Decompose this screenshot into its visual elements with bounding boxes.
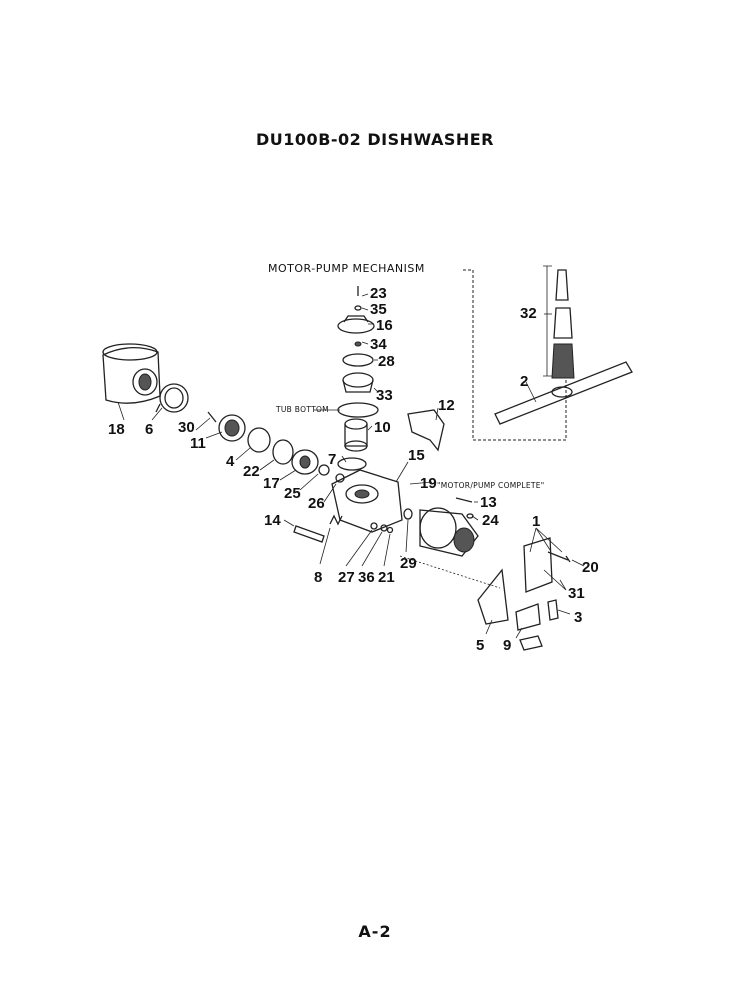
part-number: 3 bbox=[574, 609, 582, 626]
part-29-seal bbox=[403, 508, 413, 520]
part-24-clip bbox=[466, 513, 474, 519]
part-5-mount bbox=[477, 568, 509, 625]
part-number: 35 bbox=[370, 301, 387, 318]
part-number: 16 bbox=[376, 317, 393, 334]
part-28-gasket bbox=[342, 353, 374, 367]
part-number: 12 bbox=[438, 397, 455, 414]
part-number: 21 bbox=[378, 569, 395, 586]
page-title: DU100B-02 DISHWASHER bbox=[256, 130, 494, 149]
part-16-spray-hub bbox=[337, 315, 375, 334]
part-35-washer bbox=[354, 305, 362, 311]
part-9-bracket bbox=[515, 603, 541, 631]
part-number: 14 bbox=[264, 512, 281, 529]
part-20-screw bbox=[565, 555, 571, 563]
part-number: 25 bbox=[284, 485, 301, 502]
part-7-clamp bbox=[337, 457, 367, 471]
part-14-hose bbox=[293, 525, 325, 543]
part-number: 30 bbox=[178, 419, 195, 436]
part-number: 33 bbox=[376, 387, 393, 404]
part-number: 29 bbox=[400, 555, 417, 572]
part-8-clip bbox=[329, 514, 343, 526]
part-number: 8 bbox=[314, 569, 322, 586]
part-number: 27 bbox=[338, 569, 355, 586]
part-number: 6 bbox=[145, 421, 153, 438]
part-2-spray-arm bbox=[494, 361, 633, 425]
part-number: 36 bbox=[358, 569, 375, 586]
part-number: 34 bbox=[370, 336, 387, 353]
motor-pump-complete-label: "MOTOR/PUMP COMPLETE" bbox=[437, 481, 545, 490]
part-11-impeller bbox=[218, 414, 246, 442]
part-number: 28 bbox=[378, 353, 395, 370]
part-27-washer bbox=[370, 522, 378, 530]
leader-lines bbox=[117, 293, 585, 639]
part-9-pad bbox=[519, 635, 543, 651]
part-25-ball bbox=[318, 464, 330, 476]
tub-bottom-label: TUB BOTTOM bbox=[275, 405, 329, 414]
part-21-nut bbox=[386, 526, 394, 534]
section-boundary bbox=[463, 269, 567, 441]
part-number: 2 bbox=[520, 373, 528, 390]
part-number: 26 bbox=[308, 495, 325, 512]
part-30-screw bbox=[207, 411, 217, 423]
part-number: 23 bbox=[370, 285, 387, 302]
part-32-bracket bbox=[543, 265, 552, 377]
page-number: A-2 bbox=[358, 922, 392, 941]
part-number: 31 bbox=[568, 585, 585, 602]
section-label: MOTOR-PUMP MECHANISM bbox=[268, 262, 425, 275]
part-18-inlet-housing bbox=[102, 343, 161, 404]
part-number: 7 bbox=[328, 451, 336, 468]
part-4-ring bbox=[247, 427, 271, 453]
part-3-clip bbox=[547, 599, 559, 621]
part-15-pump-housing bbox=[331, 469, 403, 533]
part-number: 15 bbox=[408, 447, 425, 464]
part-32-spray-tower bbox=[551, 269, 575, 379]
part-number: 10 bbox=[374, 419, 391, 436]
part-10-shaft-housing bbox=[344, 418, 368, 452]
part-number: 11 bbox=[190, 435, 206, 452]
part-33-collar bbox=[342, 372, 374, 393]
part-36-washer bbox=[380, 524, 388, 532]
part-number: 1 bbox=[532, 513, 540, 530]
part-number: 24 bbox=[482, 512, 499, 529]
part-13-lead bbox=[455, 497, 473, 503]
part-number: 18 bbox=[108, 421, 125, 438]
part-number: 20 bbox=[582, 559, 599, 576]
part-1-bracket bbox=[523, 537, 569, 593]
part-number: 22 bbox=[243, 463, 260, 480]
part-number: 19 bbox=[420, 475, 437, 492]
part-19-motor bbox=[419, 507, 479, 557]
part-22-seal bbox=[272, 439, 294, 465]
part-6-clamp bbox=[155, 383, 189, 413]
part-17-impeller bbox=[291, 449, 319, 475]
part-number: 32 bbox=[520, 305, 537, 322]
tub-bottom-seal bbox=[337, 402, 379, 418]
part-number: 4 bbox=[226, 453, 235, 470]
part-number: 9 bbox=[503, 637, 511, 654]
part-12-deflector bbox=[407, 409, 445, 452]
part-number: 13 bbox=[480, 494, 497, 511]
part-34-nut bbox=[354, 341, 362, 347]
part-number: 5 bbox=[476, 637, 484, 654]
part-number: 17 bbox=[263, 475, 280, 492]
